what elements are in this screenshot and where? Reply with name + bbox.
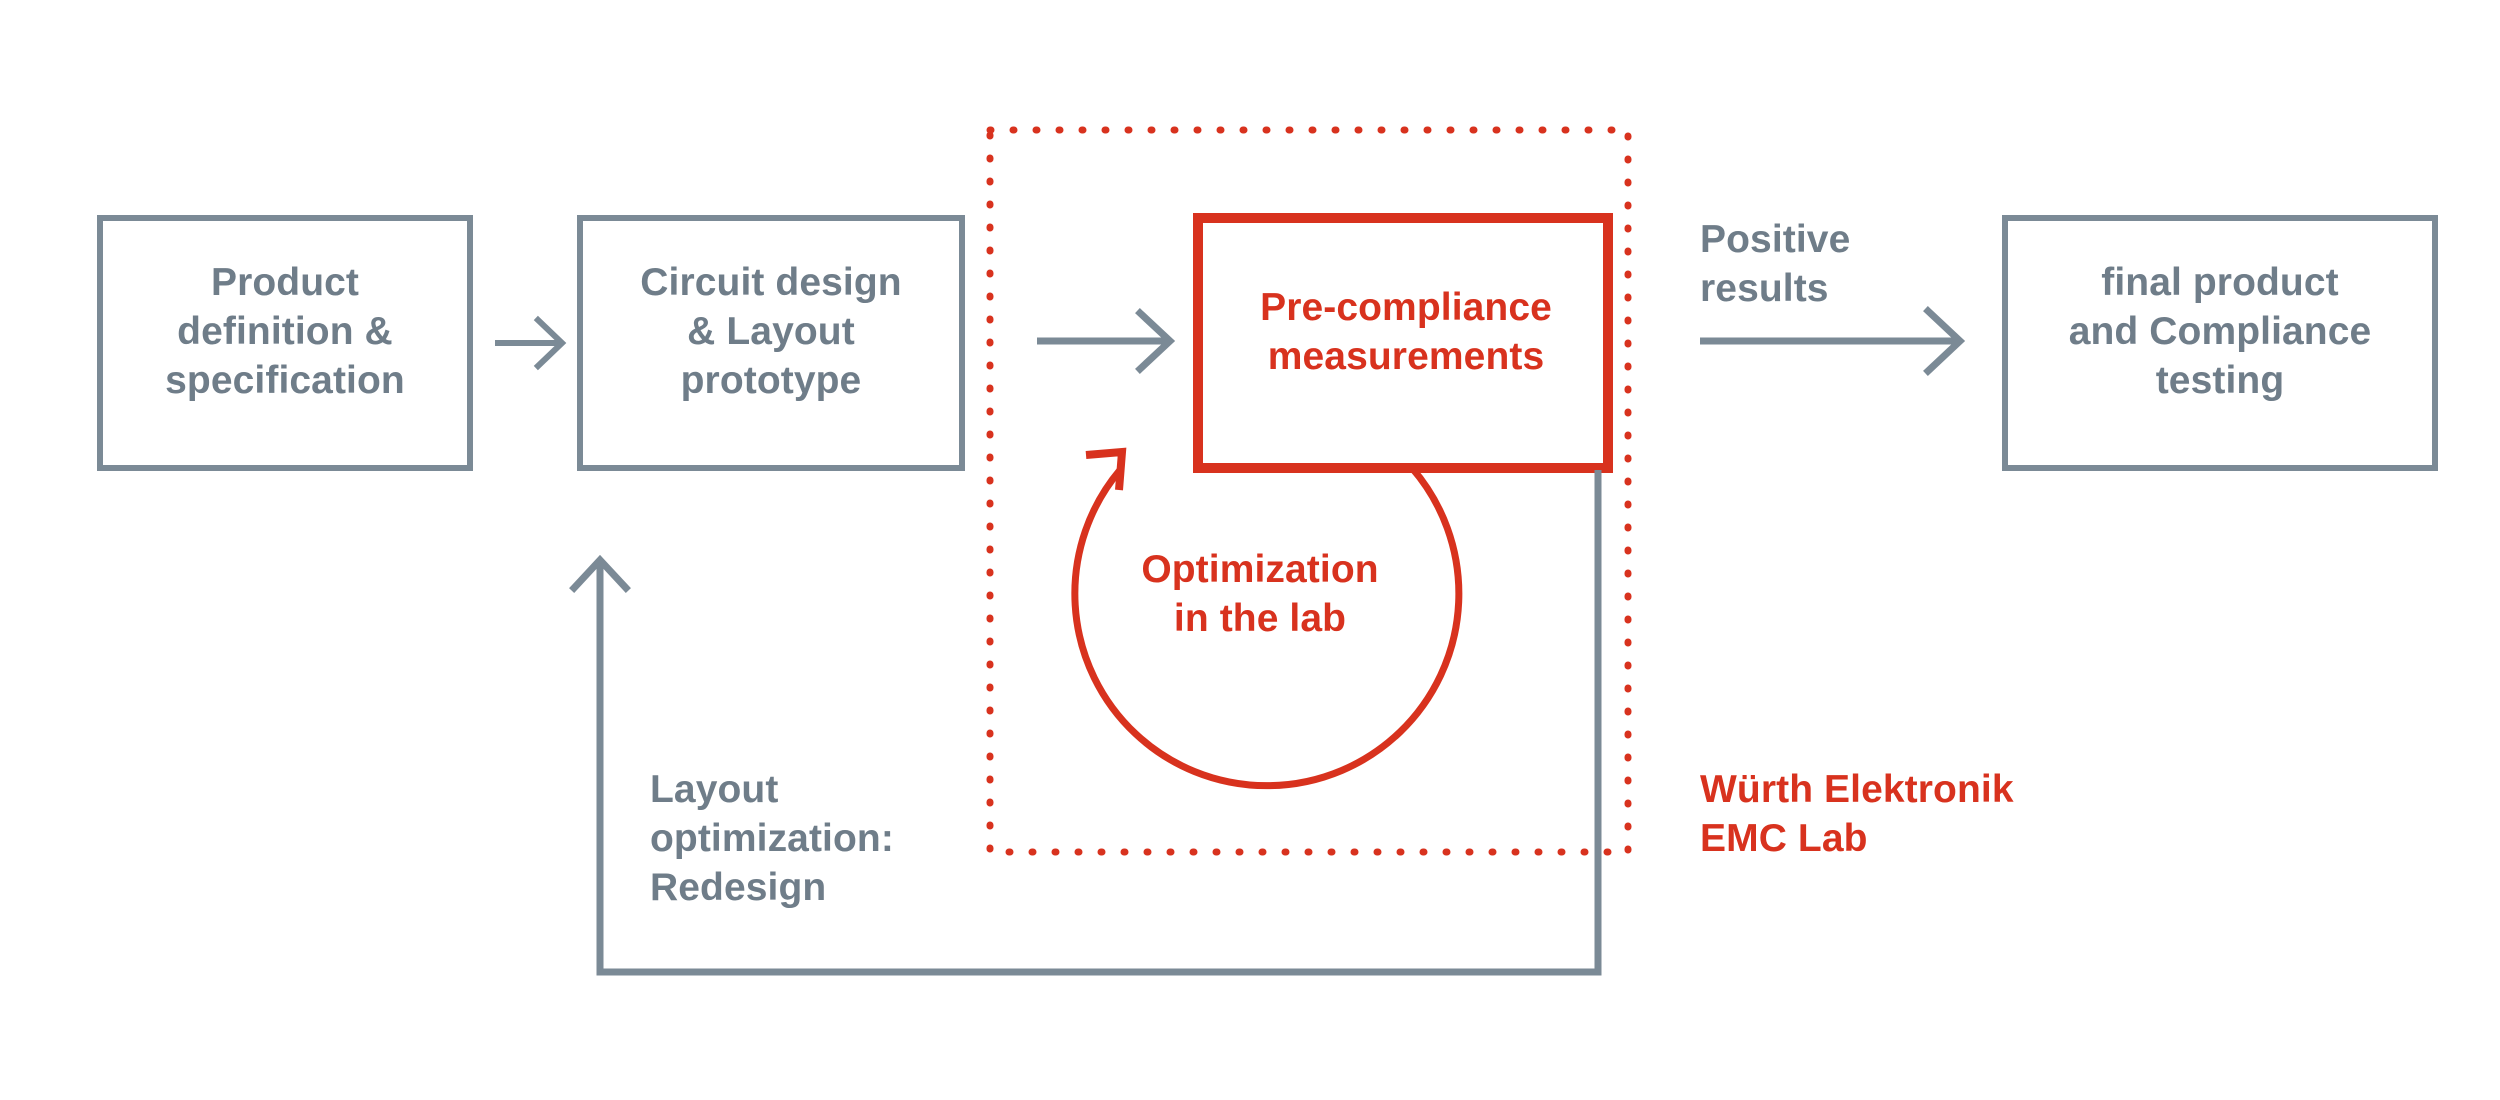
edge-label-layout-optimization: Layout optimization: Redesign [650,768,894,910]
loop-label-optimization-in-the-lab: Optimization in the lab [1141,548,1379,641]
box-precompliance-measurements[interactable] [1193,213,1613,473]
box-label-product-definition: Product definition & specification [165,261,405,403]
box-label-circuit-design: Circuit design & Layout prototype [640,261,902,403]
box-product-definition[interactable] [97,215,473,471]
arrow-precompliance-to-final [1700,306,1966,376]
box-circuit-design[interactable] [577,215,965,471]
box-label-precompliance-measurements: Pre-compliance measurements [1260,286,1552,379]
box-label-final-product: final product and Compliance testing [2068,261,2372,403]
emc-lab-boundary [986,126,1632,856]
edge-label-positive-results: Positive results [1700,218,1851,311]
feedback-arrow-redesign [569,470,1602,976]
boundary-label-wurth-elektronik-emc-lab: Würth Elektronik EMC Lab [1700,768,2014,861]
arrow-product-to-circuit [495,315,567,371]
arrow-circuit-to-precompliance [1037,308,1176,374]
optimization-loop-arrow [1071,447,1463,790]
box-final-product[interactable] [2002,215,2438,471]
